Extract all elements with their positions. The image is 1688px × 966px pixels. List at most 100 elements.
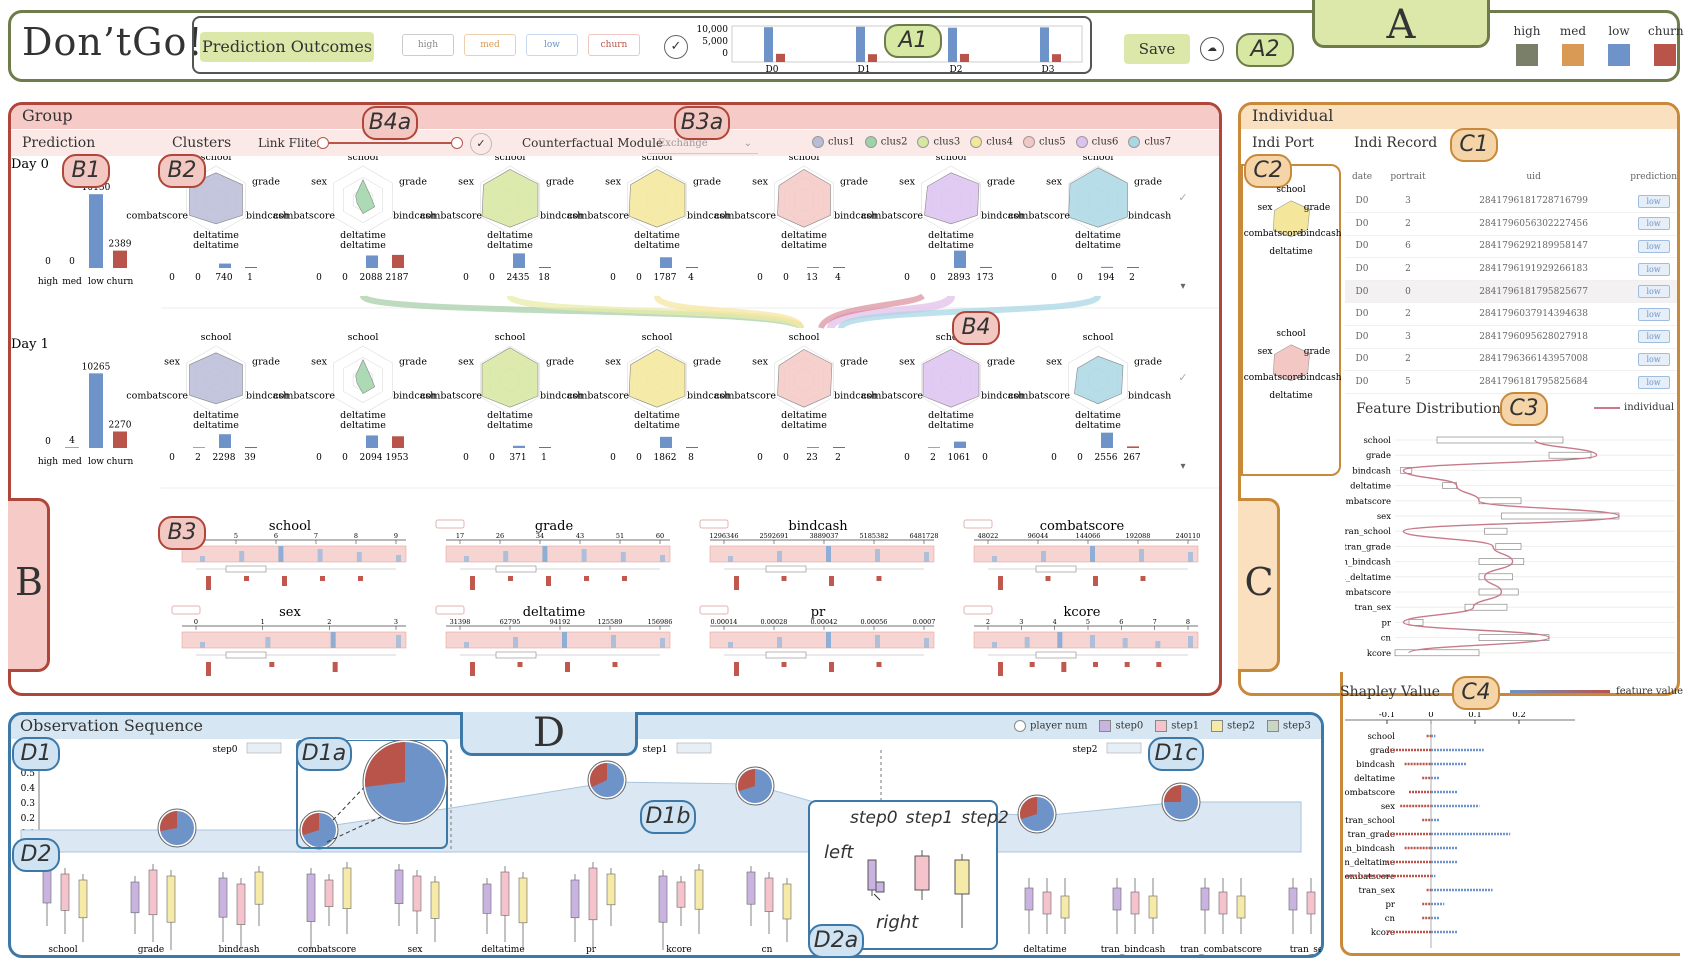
obs-legend-item[interactable]: step2 xyxy=(1211,720,1255,732)
player-pie[interactable] xyxy=(157,808,197,848)
feature-chart[interactable]: school356789 xyxy=(171,519,407,590)
step-box xyxy=(1042,891,1052,915)
prediction-bar[interactable] xyxy=(89,194,103,268)
cluster-radar[interactable]: schoolgradebindcashdeltatimecombatscores… xyxy=(126,332,289,431)
cluster-legend-item[interactable]: clus7 xyxy=(1128,136,1171,148)
chip-low[interactable]: low xyxy=(526,34,578,56)
player-pie[interactable] xyxy=(362,740,448,825)
prediction-badge[interactable]: low xyxy=(1637,239,1670,253)
save-button[interactable]: Save xyxy=(1124,34,1190,64)
step-box xyxy=(694,869,704,910)
player-pie[interactable] xyxy=(587,760,627,800)
prediction-bar[interactable] xyxy=(113,431,127,448)
cluster-radar[interactable]: schoolgradebindcashdeltatimecombatscores… xyxy=(1008,332,1171,431)
obs-legend-item[interactable]: step0 xyxy=(1099,720,1143,732)
cluster-link[interactable] xyxy=(654,294,804,330)
indi-portrait-radar[interactable]: schoolgradebindcashdeltatimecombatscores… xyxy=(1244,329,1341,401)
cluster-legend-item[interactable]: clus3 xyxy=(917,136,960,148)
obs-legend-item[interactable]: player num xyxy=(1014,720,1087,732)
prediction-badge[interactable]: low xyxy=(1637,217,1670,231)
cluster-link[interactable] xyxy=(827,294,955,330)
cluster-radar[interactable]: schoolgradebindcashdeltatimecombatscores… xyxy=(714,332,877,431)
player-pie[interactable] xyxy=(299,810,339,850)
prediction-badge[interactable]: low xyxy=(1637,307,1670,321)
prediction-badge[interactable]: low xyxy=(1637,352,1670,366)
player-pie[interactable] xyxy=(1161,782,1201,822)
exchange-select[interactable]: Exchange⌄ xyxy=(648,134,758,154)
indi-portrait-radar[interactable]: schoolgradebindcashdeltatimecombatscores… xyxy=(1244,185,1341,257)
prediction-badge[interactable]: low xyxy=(1637,285,1670,299)
player-pie[interactable] xyxy=(735,766,775,806)
upload-icon[interactable]: ☁ xyxy=(1200,37,1224,61)
cluster-radar[interactable]: schoolgradebindcashdeltatimecombatscores… xyxy=(567,332,730,431)
box-feature-label: pr xyxy=(586,945,597,955)
cluster-legend-item[interactable]: clus5 xyxy=(1022,136,1066,148)
cluster-radar[interactable]: schoolgradebindcashdeltatimecombatscores… xyxy=(273,156,436,251)
feature-dist-title: Feature Distribution xyxy=(1356,401,1501,417)
cluster-radar[interactable]: schoolgradebindcashdeltatimecombatscores… xyxy=(1008,156,1171,251)
prediction-bar[interactable] xyxy=(89,373,103,448)
chip-churn[interactable]: churn xyxy=(588,34,640,56)
slider-handle-left[interactable] xyxy=(317,137,329,149)
feature-bar-low xyxy=(513,637,518,648)
filter-check-icon[interactable]: ✓ xyxy=(470,133,492,155)
cluster-radar[interactable]: schoolgradebindcashdeltatimecombatscores… xyxy=(861,332,1024,431)
cluster-link[interactable] xyxy=(818,293,925,330)
confirm-check-icon[interactable]: ✓ xyxy=(664,35,688,59)
prediction-bar[interactable] xyxy=(113,250,127,268)
slider-handle-right[interactable] xyxy=(451,137,463,149)
dist-feature-label: pr xyxy=(1381,618,1391,628)
prediction-badge[interactable]: low xyxy=(1637,330,1670,344)
individual-line xyxy=(1402,439,1620,654)
feature-bar-low xyxy=(611,635,616,648)
cluster-radar[interactable]: schoolgradebindcashdeltatimecombatscores… xyxy=(714,156,877,251)
prediction-outcomes-button[interactable]: Prediction Outcomes xyxy=(200,32,374,62)
obs-legend-item[interactable]: step1 xyxy=(1155,720,1199,732)
obs-legend-item[interactable]: step3 xyxy=(1266,720,1311,732)
record-cell: 2841796181795825684 xyxy=(1437,370,1631,394)
cluster-radar[interactable]: schoolgradebindcashdeltatimecombatscores… xyxy=(861,156,1024,251)
radar-axis-label: combatscore xyxy=(273,391,335,402)
radar-axis-label: deltatime xyxy=(634,240,680,251)
prediction-badge[interactable]: low xyxy=(1637,375,1670,389)
cluster-radar[interactable]: schoolgradebindcashdeltatimecombatscores… xyxy=(420,156,583,251)
cluster-bar xyxy=(392,436,404,448)
cluster-legend-item[interactable]: clus6 xyxy=(1075,136,1118,148)
cluster-radar[interactable]: schoolgradebindcashdeltatimecombatscores… xyxy=(420,332,583,431)
expand-icon[interactable]: ▾ xyxy=(1180,461,1185,472)
link-filter-slider[interactable] xyxy=(317,137,463,149)
prediction-value: 4 xyxy=(69,436,75,446)
prediction-bar[interactable] xyxy=(65,447,79,448)
cluster-radar[interactable]: schoolgradebindcashdeltatimecombatscores… xyxy=(567,156,730,251)
cluster-legend-item[interactable]: clus4 xyxy=(970,136,1013,148)
prediction-badge[interactable]: low xyxy=(1637,194,1670,208)
chip-high[interactable]: high xyxy=(402,34,454,56)
prediction-badge[interactable]: low xyxy=(1637,262,1670,276)
player-pie[interactable] xyxy=(1017,794,1057,834)
radar-axis-label: school xyxy=(1276,329,1305,339)
feature-bar-low xyxy=(200,642,205,648)
cluster-radar[interactable]: schoolgradebindcashdeltatimecombatscores… xyxy=(273,332,436,431)
chip-med[interactable]: med xyxy=(464,34,516,56)
expand-icon[interactable]: ▾ xyxy=(1180,281,1185,292)
row-check-icon[interactable]: ✓ xyxy=(1178,191,1187,204)
cluster-legend-item[interactable]: clus2 xyxy=(864,136,907,148)
row-check-icon[interactable]: ✓ xyxy=(1178,371,1187,384)
cluster-legend-item[interactable]: clus1 xyxy=(812,136,855,148)
